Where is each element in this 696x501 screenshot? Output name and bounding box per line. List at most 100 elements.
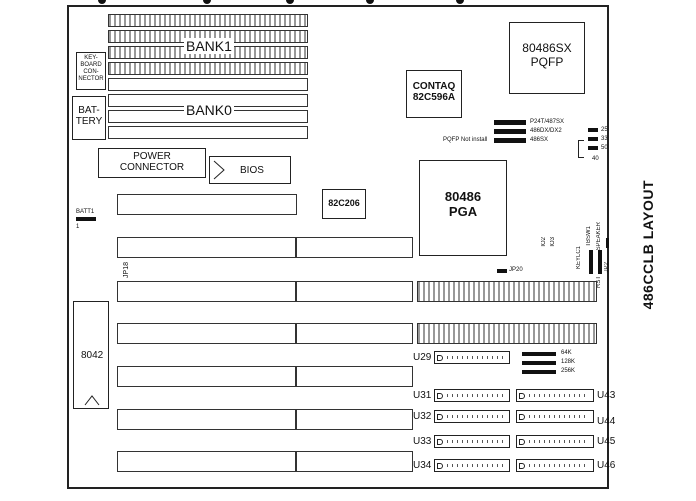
isa-slot-divider: [295, 451, 297, 472]
bank1-label: BANK1: [184, 38, 234, 54]
chip-82c206-label: 82C206: [328, 198, 360, 208]
pqfp-not-install-label: PQFP Not install: [443, 137, 488, 143]
top-edge-mark: [286, 0, 294, 4]
header-pin-block[interactable]: [589, 250, 593, 274]
isa-slot: [117, 194, 297, 215]
isa-slot-divider: [295, 323, 297, 344]
u46-socket: [516, 459, 594, 472]
isa-slot: [117, 409, 413, 430]
u34-socket: [434, 459, 510, 472]
io3-label: IO3: [550, 237, 556, 247]
u45-label: U45: [597, 436, 616, 447]
power-connector: POWER CONNECTOR: [98, 148, 206, 178]
cache-jumper-bar[interactable]: [522, 370, 556, 374]
cpu-pga-label-2: PGA: [448, 204, 478, 219]
batt1-pin-label: 1: [76, 224, 80, 230]
keyboard-connector-label-1: KEY-: [84, 55, 98, 61]
u44-socket: [516, 410, 594, 423]
u29-label: U29: [413, 352, 432, 363]
battery: BAT- TERY: [72, 96, 106, 140]
cache-jumper-label-3: 256K: [561, 368, 576, 374]
speaker-label: SPEAKER: [596, 222, 602, 251]
u32-socket: [434, 410, 510, 423]
top-edge-mark: [456, 0, 464, 4]
u31-label: U31: [413, 390, 432, 401]
isa-slot: [117, 366, 413, 387]
clock-jumper-bar[interactable]: [588, 146, 598, 150]
chip-notch-icon: [213, 160, 225, 180]
cache-socket-row: [417, 281, 597, 302]
batt1-label: BATT1: [76, 209, 95, 215]
u43-socket: [516, 389, 594, 402]
cache-jumper-bar[interactable]: [522, 352, 556, 356]
cpu-jumper-bar[interactable]: [494, 129, 526, 134]
clock-jumper-label-3: 50: [601, 145, 608, 151]
simm-bank-area: BANK1 BANK0: [108, 10, 308, 140]
jp20-jumper[interactable]: [497, 269, 507, 273]
contaq-label-2: 82C596A: [412, 92, 456, 103]
u34-label: U34: [413, 460, 432, 471]
isa-slot: [117, 281, 413, 302]
clock-jumper-40-label: 40: [592, 156, 599, 162]
isa-slot: [117, 451, 413, 472]
tbsw1-label: TBSW1: [586, 226, 592, 247]
chip-8042: 8042: [73, 301, 109, 409]
cpu-jumper-bar[interactable]: [494, 138, 526, 143]
header-pin-block[interactable]: [598, 250, 602, 274]
cache-jumper-label-1: 64K: [561, 350, 572, 356]
jp18-label: JP18: [123, 262, 130, 278]
cpu-jumper-label-1: P24T/487SX: [530, 119, 565, 125]
cpu-pga-label-1: 80486: [444, 189, 482, 204]
simm-slot: [108, 126, 308, 139]
u32-label: U32: [413, 411, 432, 422]
keyboard-connector-label-2: BOARD: [80, 62, 102, 68]
u29-socket: [434, 351, 510, 364]
io2-label: IO2: [541, 237, 547, 247]
battery-label-1: BAT-: [78, 105, 100, 116]
bios-label: BIOS: [240, 165, 264, 176]
power-connector-label-1: POWER: [133, 151, 171, 162]
jp2-label: JP2: [604, 262, 610, 273]
chip-notch-icon: [84, 395, 100, 406]
cpu-jumper-label-3: 486SX: [530, 137, 549, 143]
u31-socket: [434, 389, 510, 402]
u33-socket: [434, 435, 510, 448]
clock-jumper-bracket: [578, 140, 584, 158]
u33-label: U33: [413, 436, 432, 447]
keylc1-label: KEYLC1: [576, 246, 582, 270]
isa-slot-divider: [295, 366, 297, 387]
isa-slot: [117, 323, 413, 344]
isa-slot: [117, 237, 413, 258]
clock-jumper-label-1: 25: [601, 127, 608, 133]
bios-chip: BIOS: [209, 156, 291, 184]
cpu-jumper-bar[interactable]: [494, 120, 526, 125]
cpu-jumper-label-2: 486DX/DX2: [530, 128, 562, 134]
keyboard-connector-label-4: NECTOR: [78, 76, 104, 82]
keyboard-connector-label-3: CON-: [83, 69, 99, 75]
top-edge-mark: [203, 0, 211, 4]
cache-jumper-label-2: 128K: [561, 359, 576, 365]
u45-socket: [516, 435, 594, 448]
page-title: 486CCLB LAYOUT: [640, 180, 656, 310]
power-connector-label-2: CONNECTOR: [119, 162, 185, 173]
clock-jumper-label-2: 33: [601, 136, 608, 142]
cache-socket-row: [417, 323, 597, 344]
clock-jumper-bar[interactable]: [588, 128, 598, 132]
contaq-label-1: CONTAQ: [412, 81, 456, 92]
bank0-label: BANK0: [184, 102, 234, 118]
battery-label-2: TERY: [75, 116, 103, 127]
clock-jumper-bar[interactable]: [588, 137, 598, 141]
simm-slot: [108, 78, 308, 91]
cache-jumper-bar[interactable]: [522, 361, 556, 365]
isa-slot-divider: [295, 281, 297, 302]
batt1-jumper[interactable]: [76, 217, 96, 221]
cpu-sx-label-2: PQFP: [530, 55, 564, 69]
contaq-chip: CONTAQ 82C596A: [406, 70, 462, 118]
keyboard-connector: KEY- BOARD CON- NECTOR: [76, 52, 106, 90]
u44-label: U44: [597, 416, 616, 427]
cpu-sx-label-1: 80486SX: [522, 41, 572, 55]
top-edge-mark: [98, 0, 106, 4]
isa-slot-divider: [295, 409, 297, 430]
chip-8042-label: 8042: [81, 350, 104, 361]
header-pin-block[interactable]: [606, 238, 609, 248]
